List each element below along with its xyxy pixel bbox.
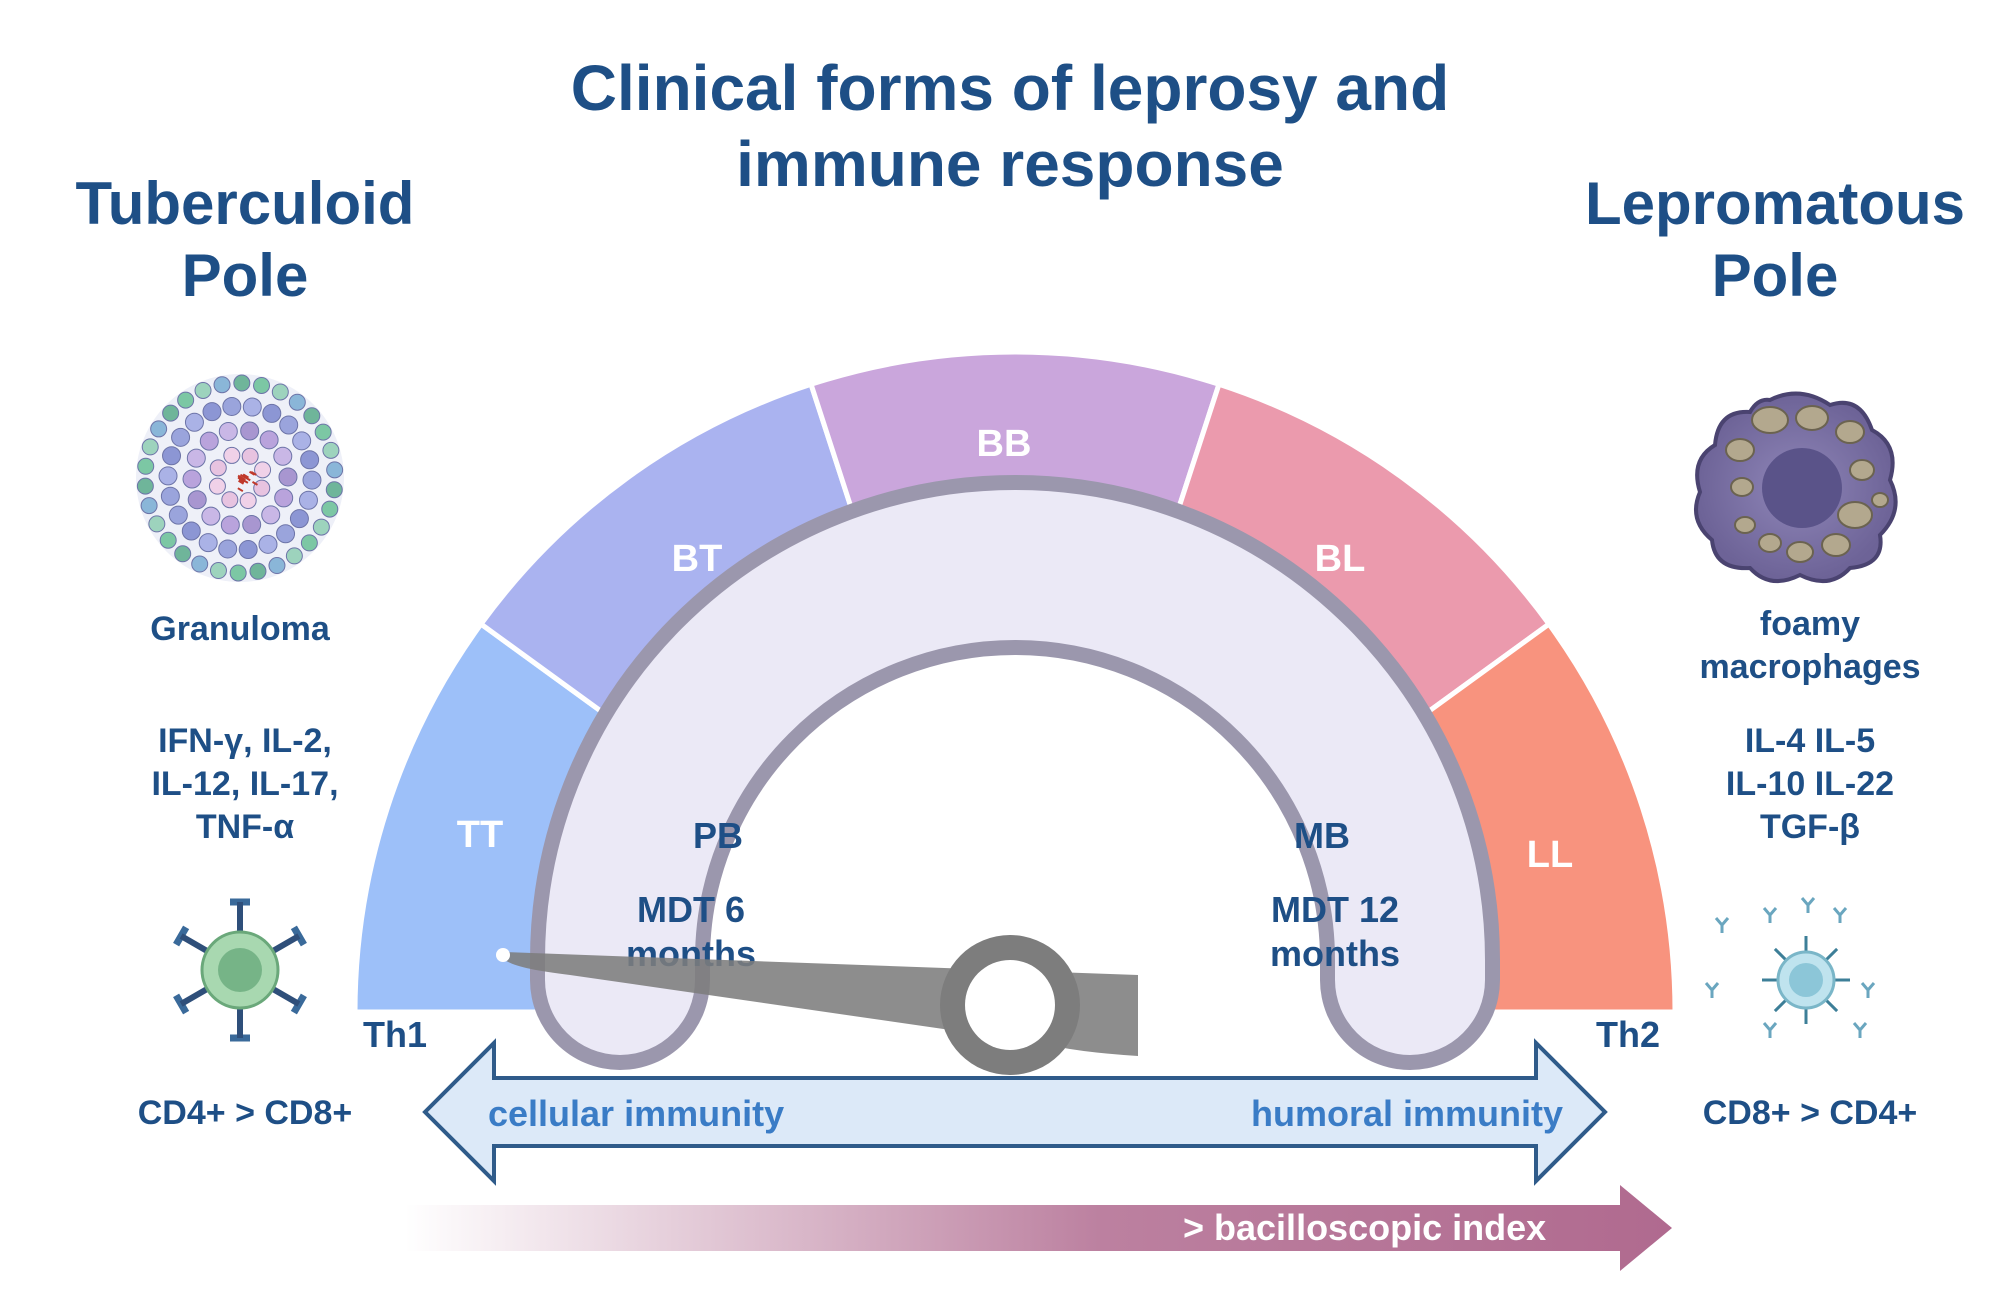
mb-treatment-line1: MDT 12: [1271, 889, 1399, 930]
pb-treatment-line1: MDT 6: [637, 889, 745, 930]
pb-label: PB: [693, 815, 743, 856]
b-cell-antibodies-icon: [1706, 898, 1874, 1038]
segment-label-bb: BB: [977, 423, 1032, 465]
segment-label-tt: TT: [457, 814, 503, 856]
granuloma-cluster-icon: [136, 374, 344, 582]
mb-treatment-line2: months: [1270, 933, 1400, 974]
t-cell-receptors-icon: [176, 902, 304, 1038]
segment-label-ll: LL: [1527, 834, 1573, 876]
foamy-macrophage-icon: [1696, 394, 1896, 582]
th1-label: Th1: [363, 1014, 427, 1055]
cellular-immunity-label: cellular immunity: [488, 1093, 784, 1134]
bacilloscopic-index-label: > bacilloscopic index: [1183, 1207, 1546, 1248]
segment-label-bt: BT: [672, 538, 723, 580]
segment-label-bl: BL: [1315, 538, 1366, 580]
mb-label: MB: [1294, 815, 1350, 856]
th2-label: Th2: [1596, 1014, 1660, 1055]
humoral-immunity-label: humoral immunity: [1251, 1093, 1563, 1134]
